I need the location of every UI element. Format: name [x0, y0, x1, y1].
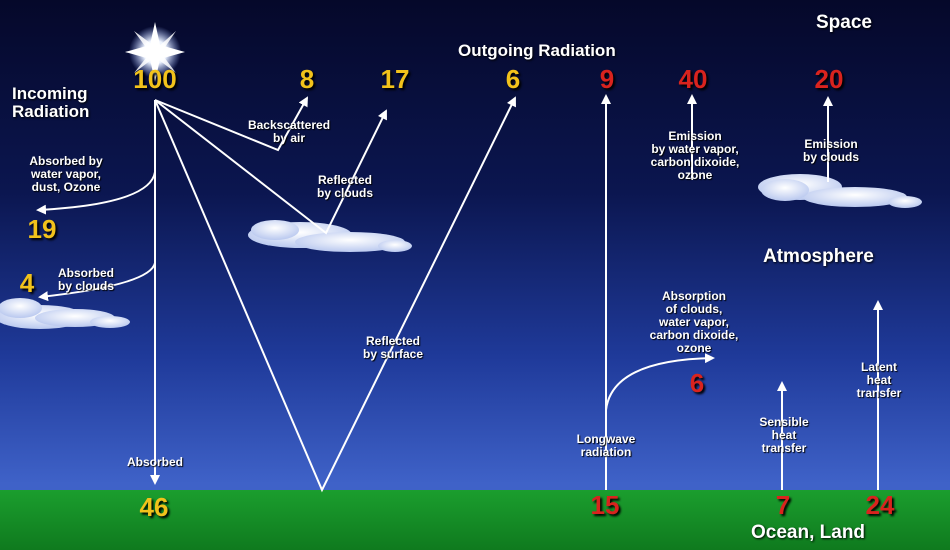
arrow-backscattered-air [154, 96, 308, 152]
number-emission-vapor: 40 [678, 64, 708, 94]
label-absorption: Absorption of clouds, water vapor, carbo… [649, 289, 739, 355]
label-absorbed: Absorbed [126, 455, 184, 469]
number-backscattered-air: 8 [299, 64, 315, 94]
number-longwave-surface: 15 [590, 490, 620, 520]
number-latent-heat: 24 [865, 490, 895, 520]
number-reflected-clouds: 17 [380, 64, 410, 94]
region-space: Space [816, 12, 872, 33]
arrow-reflected-clouds [154, 99, 387, 235]
cloud-icon [0, 298, 130, 329]
number-sensible-heat: 7 [775, 490, 791, 520]
label-backscattered: Backscattered by air [247, 118, 331, 145]
cloud-icon [248, 220, 412, 252]
number-absorption-longwave: 6 [689, 368, 705, 398]
arrow-absorbed-vapor [36, 171, 156, 215]
number-reflected-surface: 6 [505, 64, 521, 94]
number-incoming-total: 100 [133, 64, 177, 94]
sun-icon [125, 22, 185, 82]
label-reflected-surface: Reflected by surface [362, 334, 424, 361]
label-absorbed-clouds: Absorbed by clouds [58, 266, 115, 293]
number-absorbed-clouds: 4 [19, 268, 35, 298]
cloud-icon [758, 174, 922, 208]
label-emission-clouds: Emission by clouds [802, 137, 860, 164]
heading-incoming: Incoming Radiation [12, 84, 90, 121]
label-longwave: Longwave radiation [576, 432, 636, 459]
arrow-absorbed-clouds [38, 262, 156, 302]
label-sensible: Sensible heat transfer [759, 415, 809, 455]
number-absorbed-vapor: 19 [27, 214, 57, 244]
arrow-absorption-longwave [605, 353, 715, 411]
number-absorbed-surface: 46 [139, 492, 169, 522]
label-emission-vapor: Emission by water vapor, carbon dixoide,… [650, 129, 740, 182]
number-longwave-space: 9 [599, 64, 615, 94]
arrow-reflected-surface [154, 96, 516, 493]
region-surface: Ocean, Land [751, 522, 866, 543]
label-absorbed-vapor: Absorbed by water vapor, dust, Ozone [29, 154, 103, 194]
number-emission-clouds: 20 [814, 64, 844, 94]
label-latent: Latent heat transfer [856, 360, 902, 400]
label-reflected-clouds: Reflected by clouds [316, 173, 374, 200]
ground-surface [0, 490, 950, 550]
region-atmosphere: Atmosphere [763, 246, 874, 267]
heading-outgoing: Outgoing Radiation [458, 41, 616, 60]
